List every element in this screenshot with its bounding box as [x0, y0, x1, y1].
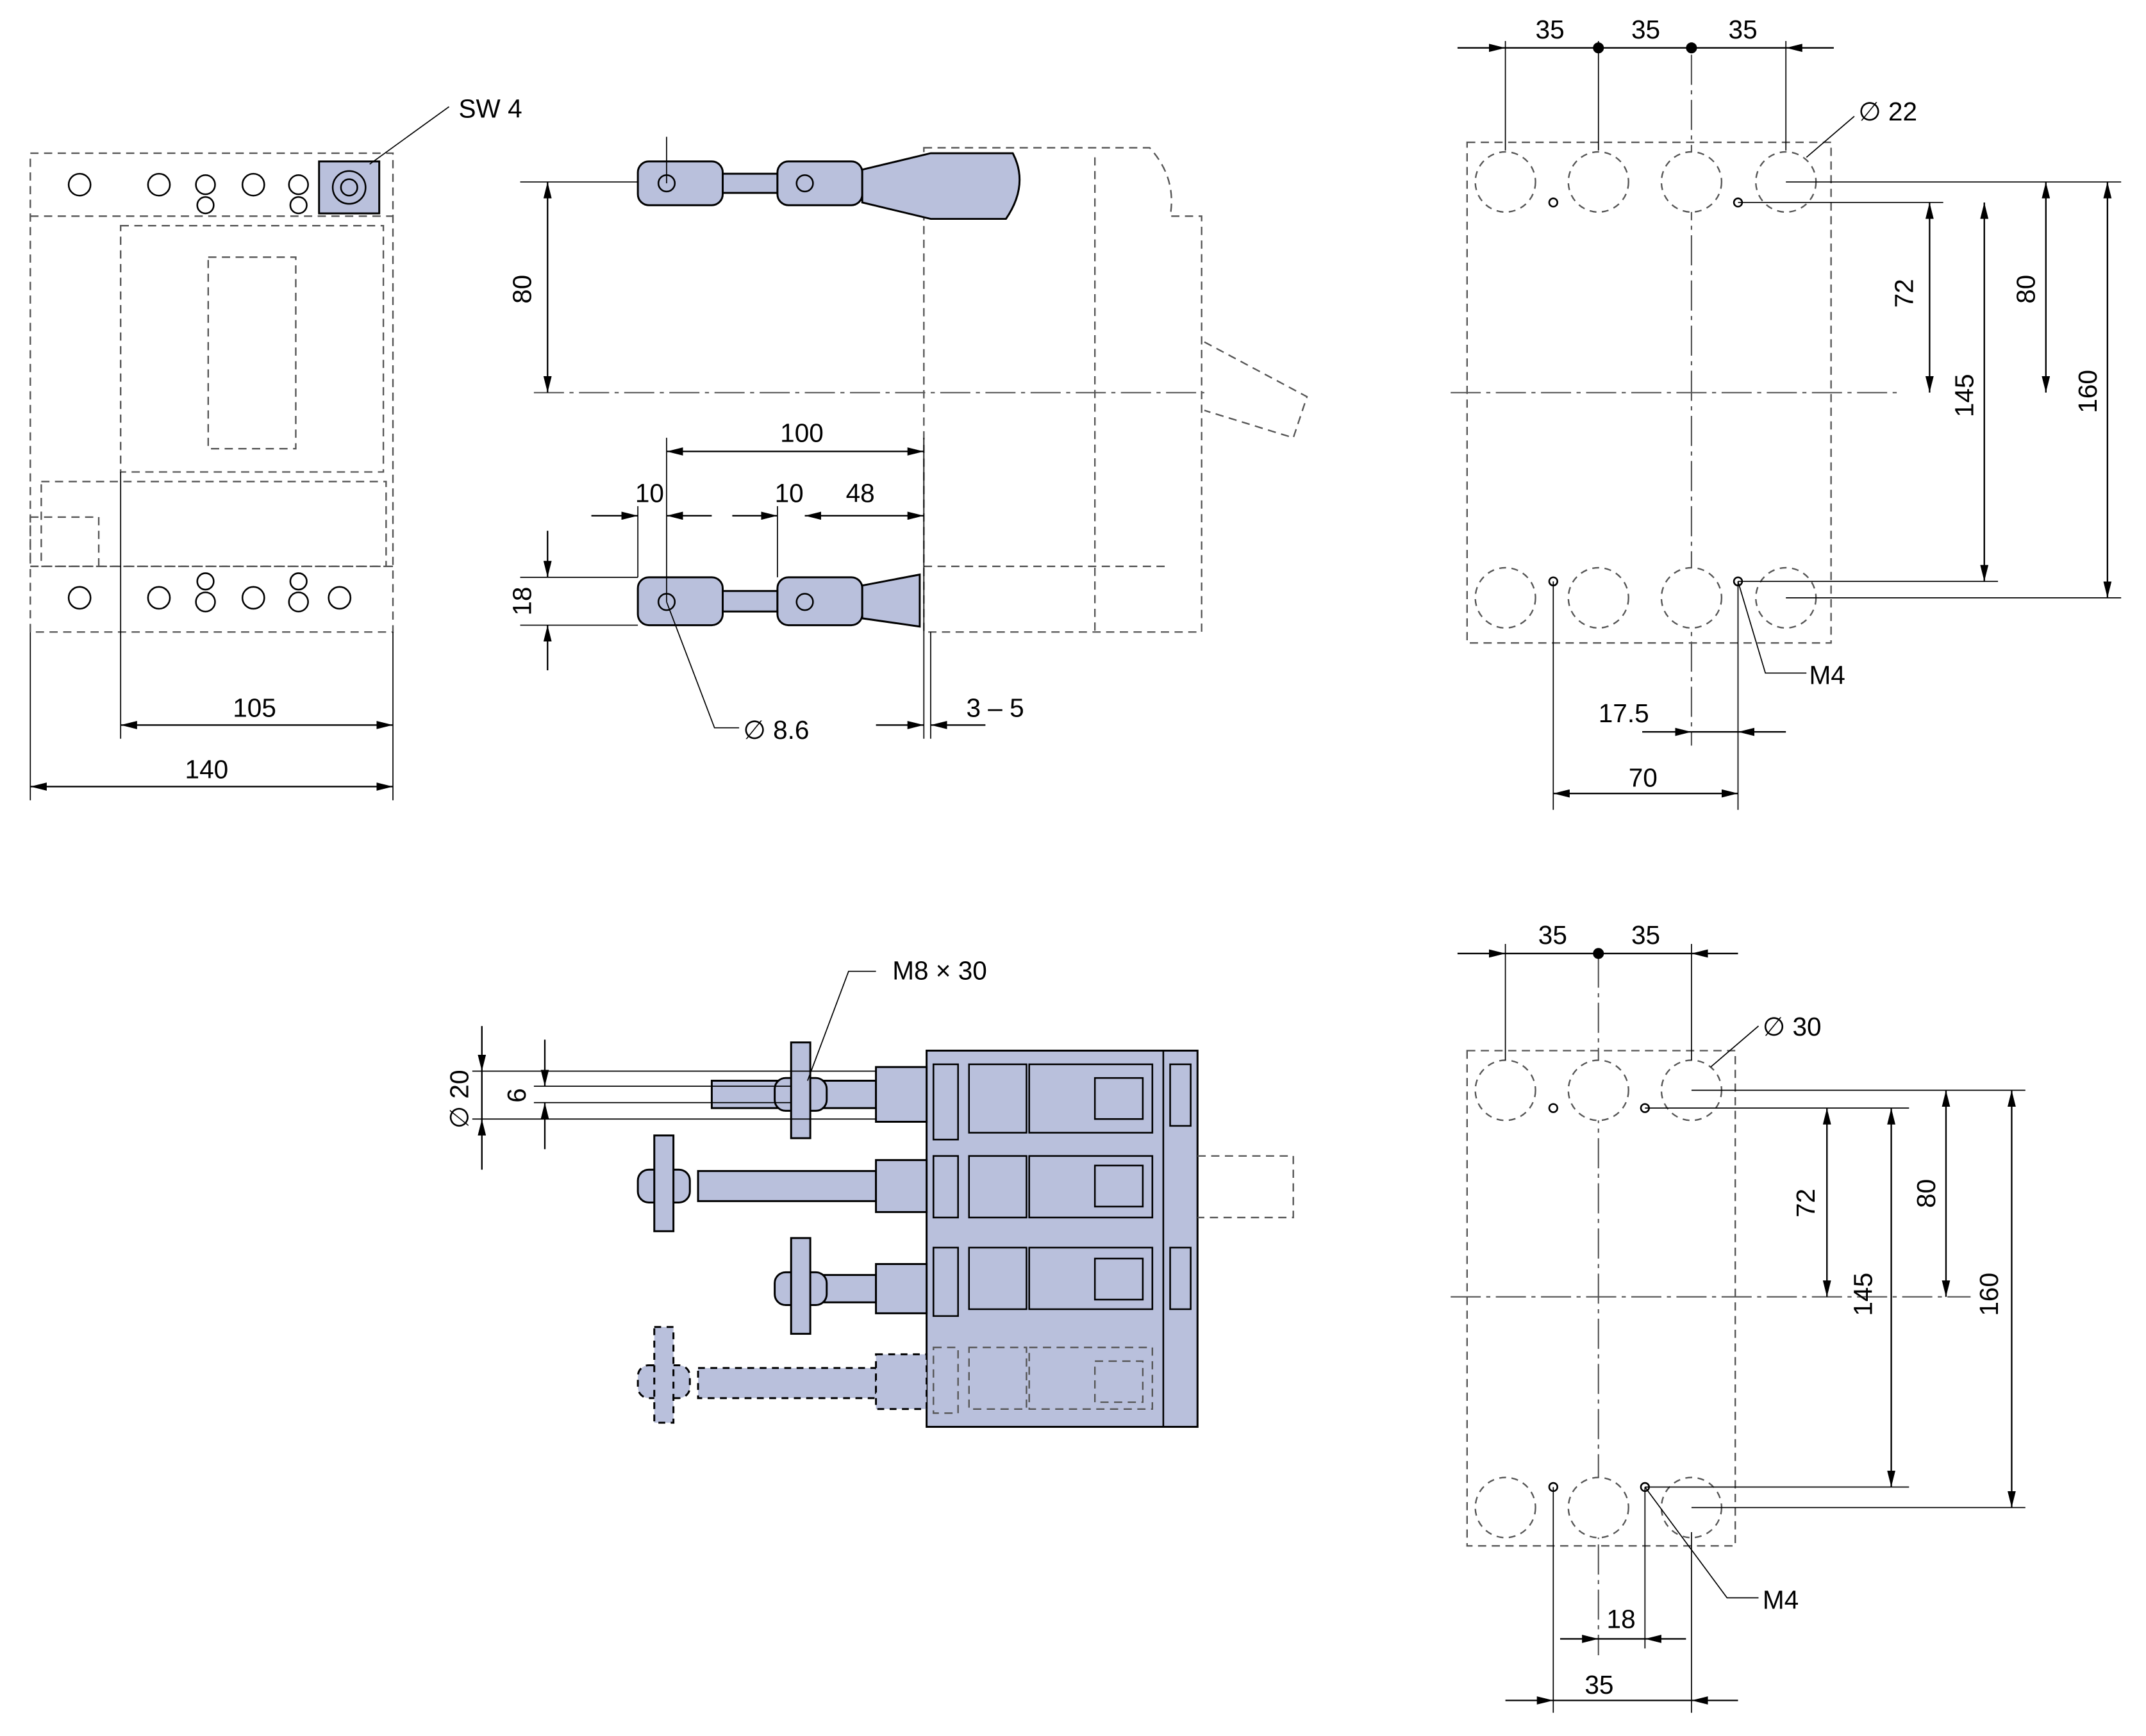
dim-80-side: 80 — [508, 275, 537, 304]
dim-6: 6 — [502, 1088, 531, 1103]
dim-10b: 10 — [775, 478, 804, 508]
thread-m4-b: M4 — [1763, 1585, 1799, 1614]
terminal-screws-bottom — [67, 572, 352, 613]
dim-10a: 10 — [635, 478, 664, 508]
front-view: SW 4 105 140 — [29, 94, 522, 800]
terminal-screws-top — [67, 172, 309, 215]
dim-70: 70 — [1629, 763, 1658, 792]
hole-dia-30: ∅ 30 — [1763, 1012, 1822, 1041]
sw4-label: SW 4 — [458, 94, 522, 124]
pitch-35-1: 35 — [1536, 15, 1565, 44]
lower-terminal-bar — [636, 573, 921, 628]
pitch-35-3: 35 — [1729, 15, 1758, 44]
dim-100: 100 — [780, 418, 824, 448]
dim-72: 72 — [1890, 279, 1919, 308]
drilling-pattern-22: 35 35 35 ∅ 22 72 145 80 160 M4 17.5 70 — [1451, 15, 2122, 810]
dim-72-b: 72 — [1791, 1189, 1820, 1218]
dim-18-side: 18 — [508, 587, 537, 616]
holes-22 — [1474, 151, 1817, 629]
bolt-terminals — [636, 1041, 928, 1424]
dim-105: 105 — [233, 693, 276, 723]
hole-dia-22: ∅ 22 — [1858, 97, 1917, 126]
dim-160-b: 160 — [1974, 1273, 2004, 1316]
drilling-pattern-30: 35 35 ∅ 30 72 145 80 160 M4 18 35 — [1451, 920, 2025, 1713]
dim-17-5: 17.5 — [1599, 699, 1649, 728]
dim-160: 160 — [2073, 370, 2102, 413]
bolt-m8x30: M8 × 30 — [892, 955, 987, 985]
pole-compartments — [932, 1063, 1192, 1414]
dim-48: 48 — [846, 478, 875, 508]
gap-3-5: 3 – 5 — [966, 693, 1024, 723]
pitch-35-2: 35 — [1631, 15, 1660, 44]
dim-145-b: 145 — [1849, 1273, 1878, 1316]
sw4-hex-socket — [318, 160, 381, 215]
top-view: M8 × 30 ∅ 20 6 — [444, 955, 1294, 1428]
upper-terminal-bar — [636, 152, 1021, 220]
thread-m4: M4 — [1809, 660, 1845, 690]
pitch-35-a: 35 — [1538, 920, 1567, 950]
dim-80: 80 — [2011, 275, 2041, 304]
dia-20: ∅ 20 — [444, 1070, 474, 1128]
hole-dia-8-6: ∅ 8.6 — [744, 715, 810, 745]
dim-18-b: 18 — [1607, 1604, 1636, 1633]
pitch-35-b: 35 — [1631, 920, 1660, 950]
dim-80-b: 80 — [1911, 1179, 1941, 1208]
dim-145: 145 — [1950, 374, 1979, 417]
dim-35-b: 35 — [1585, 1670, 1613, 1699]
side-view: 80 100 10 10 48 18 ∅ 8.6 3 – 5 — [508, 136, 1308, 745]
dim-140: 140 — [185, 755, 229, 784]
